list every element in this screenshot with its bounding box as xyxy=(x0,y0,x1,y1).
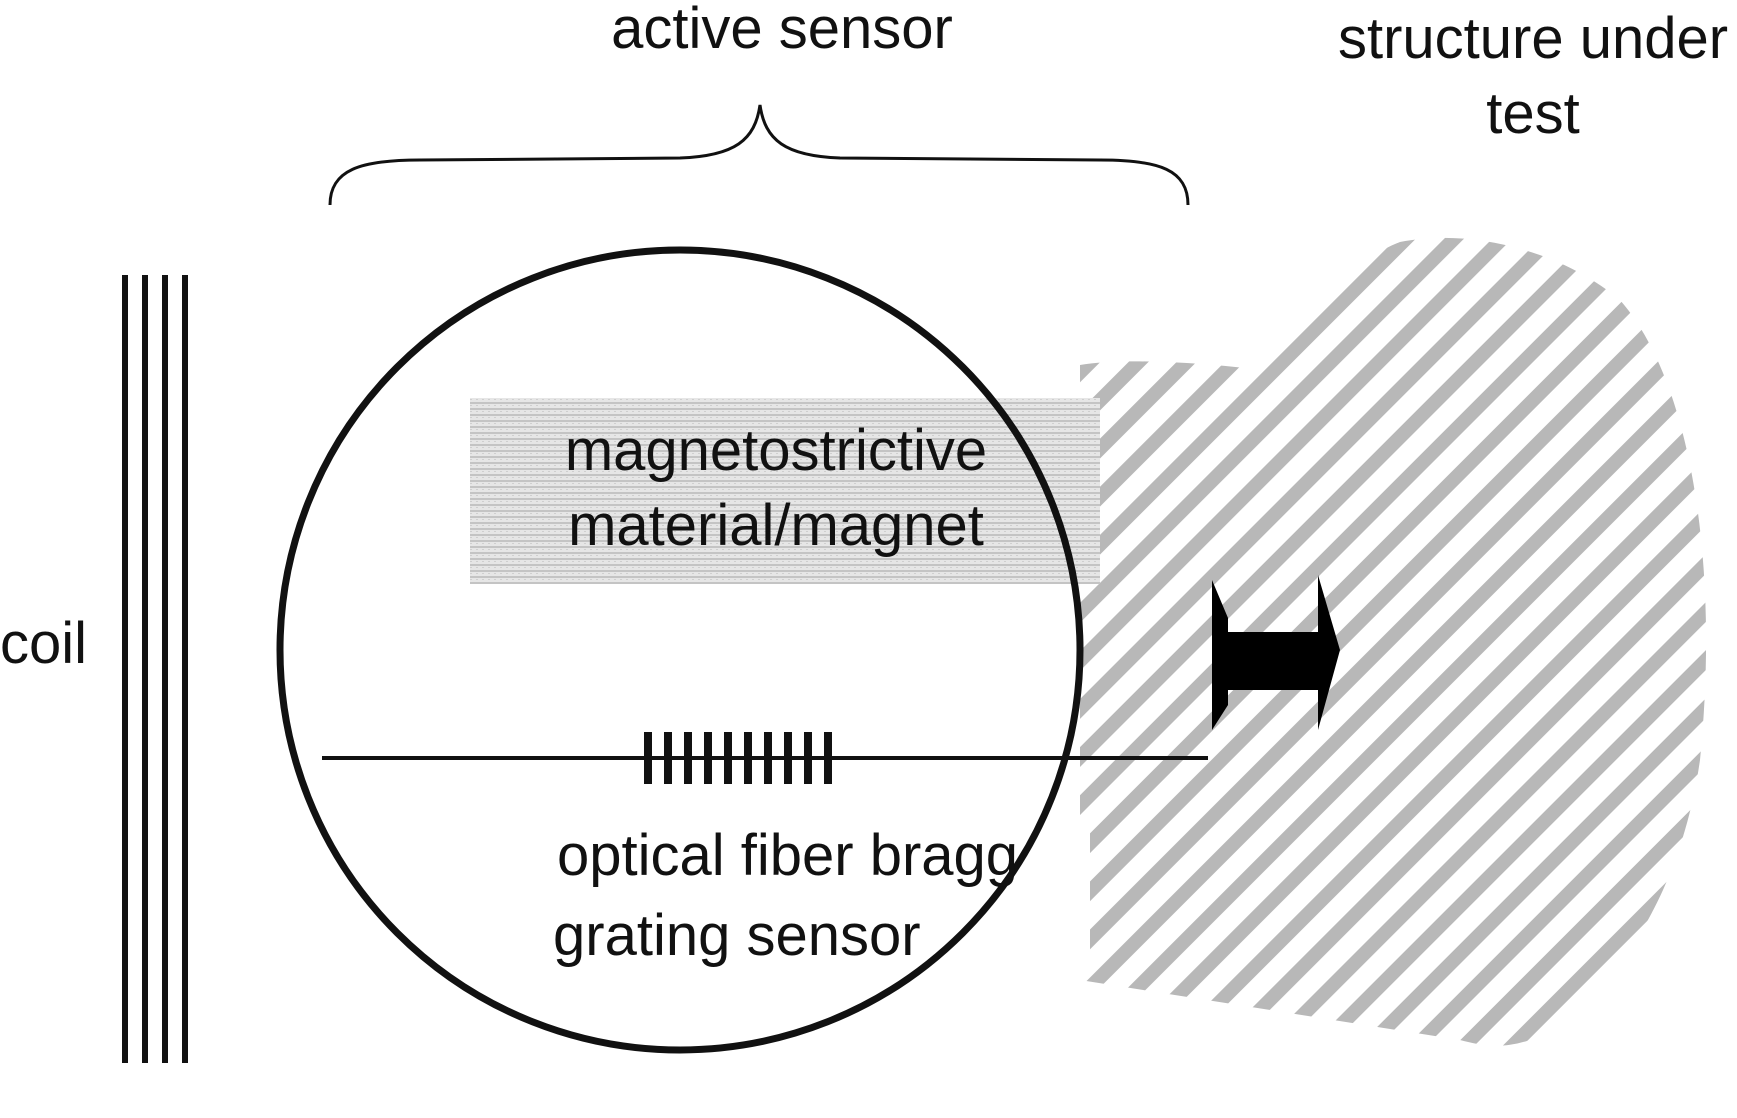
magnetostrictive-block xyxy=(470,398,1100,584)
fbg-label-background xyxy=(470,815,1090,975)
fbg-label-line1: optical fiber bragg xyxy=(557,823,1018,888)
sensor-circle xyxy=(276,246,1084,1054)
active-sensor-brace xyxy=(328,104,1190,206)
structure-label-line1: structure under xyxy=(1338,6,1728,71)
coil-label: coil xyxy=(0,611,87,676)
double-arrow-icon xyxy=(1212,575,1340,730)
fbg-label-line2: grating sensor xyxy=(553,903,921,968)
magnetostrictive-label-line1: magnetostrictive xyxy=(565,418,987,483)
magnetostrictive-label-line2: material/magnet xyxy=(568,493,984,558)
active-sensor-label: active sensor xyxy=(611,0,953,61)
coil-icon xyxy=(122,275,188,1063)
structure-under-test xyxy=(1080,237,1707,1046)
bragg-grating-icon xyxy=(644,732,832,784)
structure-label-line2: test xyxy=(1486,81,1580,146)
